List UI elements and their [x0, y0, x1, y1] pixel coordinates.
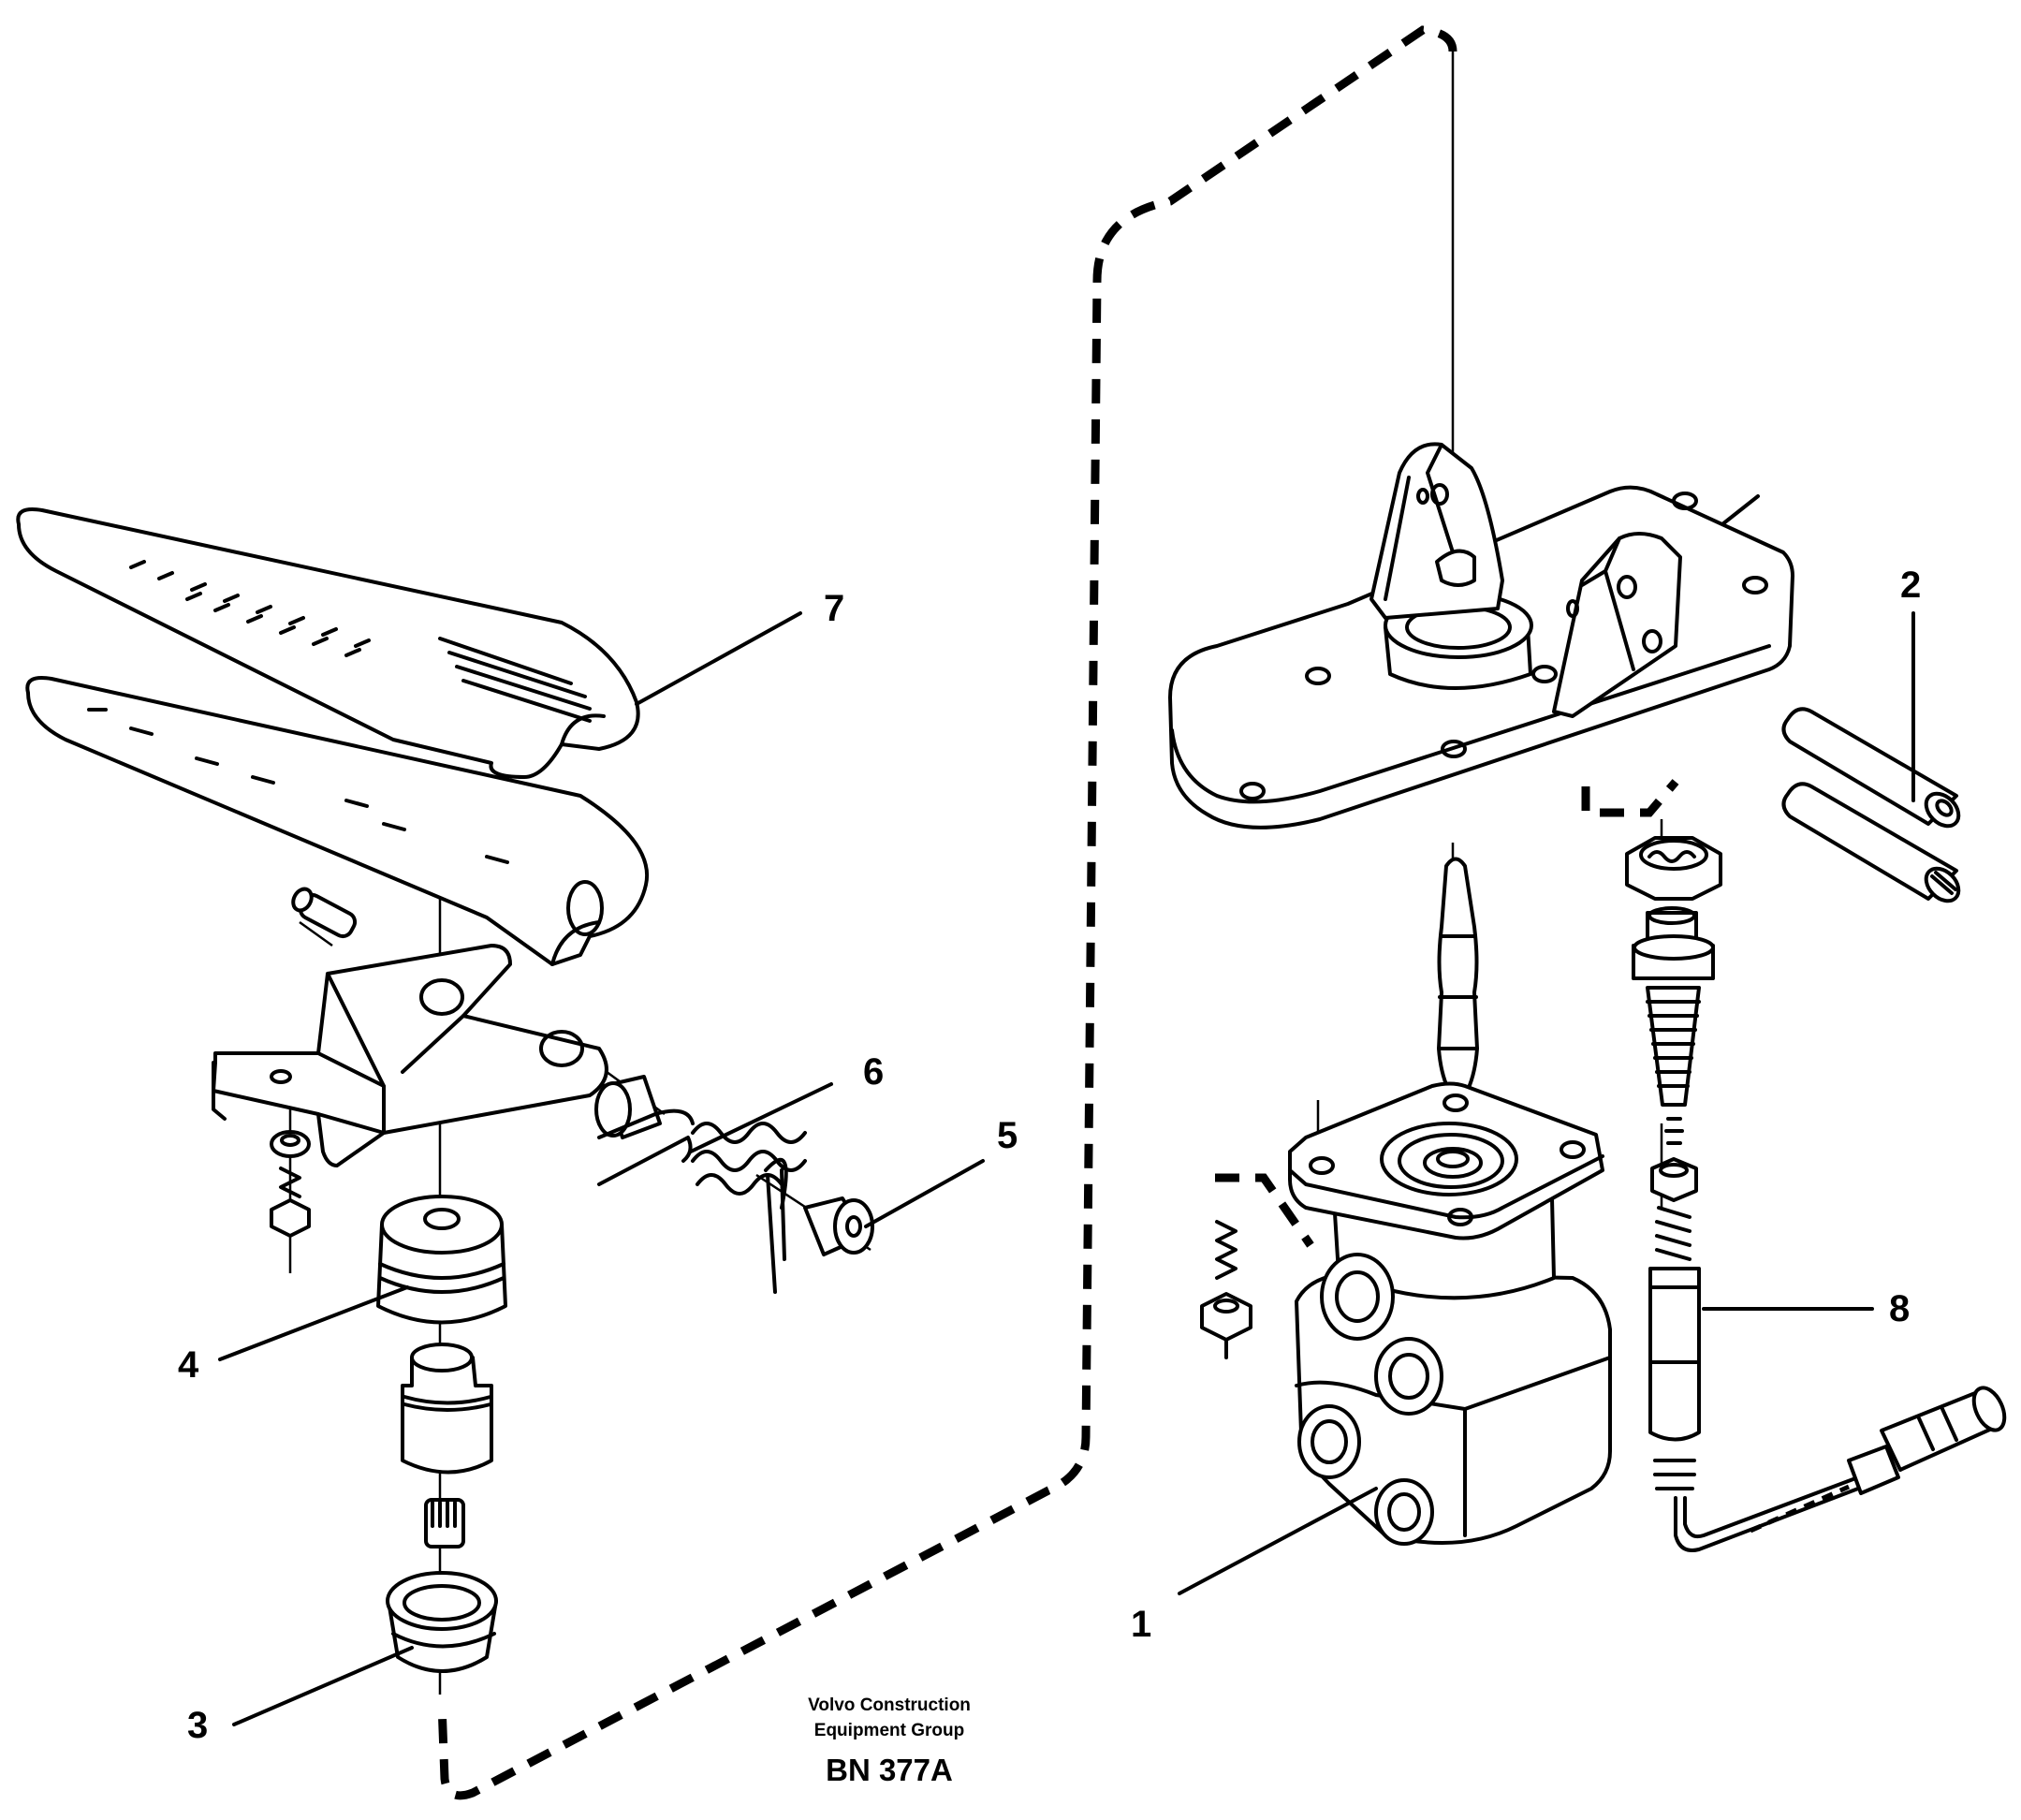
callout-7: 7: [824, 588, 845, 629]
drawing-code: BN 377A: [826, 1753, 953, 1787]
bushing-part-3: [386, 1571, 498, 1673]
small-roll-pin: [1721, 494, 1760, 526]
valve-stem: [1437, 857, 1479, 1107]
spring-part-6: [594, 1075, 807, 1294]
pin: [291, 887, 358, 939]
callout-8: 8: [1889, 1288, 1911, 1329]
flange-bolt: [1200, 1220, 1252, 1359]
credit-company-line-1: Volvo Construction: [808, 1695, 971, 1715]
bracket-nut-bolt: [270, 1130, 311, 1238]
bumper-part-4: [376, 1195, 507, 1325]
valve-body-part-1: [1288, 1081, 1612, 1546]
assembly-dashed-line-bolt: [1215, 1173, 1314, 1248]
callout-6: 6: [863, 1051, 885, 1093]
assembly-dashed-line-cable: [1749, 1484, 1851, 1534]
plunger: [401, 1343, 493, 1475]
callout-4: 4: [178, 1344, 199, 1386]
mounting-plate: [1168, 442, 1794, 829]
credit-company-line-2: Equipment Group: [813, 1721, 965, 1740]
splined-sleeve: [424, 1498, 465, 1548]
callout-1: 1: [1131, 1604, 1152, 1645]
fitting-stack-part-8: [1625, 836, 2007, 1552]
pins-part-2: [1781, 707, 1961, 903]
pedal-bracket: [212, 944, 608, 1167]
assembly-dashed-line-main: [437, 25, 1457, 1800]
callout-5: 5: [997, 1115, 1018, 1156]
pedal-part-7: [16, 507, 650, 966]
assembly-dashed-line-fitting: [1581, 779, 1679, 817]
credit-block: Volvo Construction Equipment Group BN 37…: [740, 1693, 1039, 1788]
cap-part-5: [803, 1196, 874, 1256]
callout-3: 3: [187, 1705, 209, 1746]
callout-2: 2: [1900, 565, 1922, 606]
callout-leaders: [218, 611, 1915, 1726]
